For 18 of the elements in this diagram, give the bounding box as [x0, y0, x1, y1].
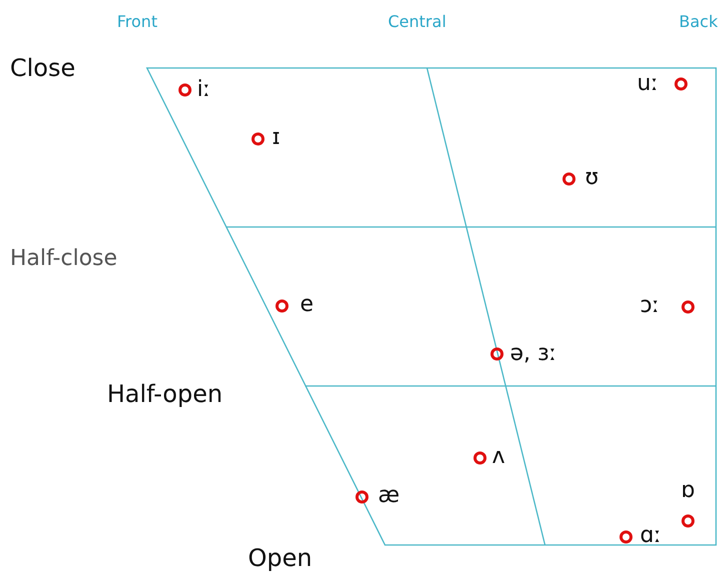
vowel-symbol: ɔː [640, 295, 660, 317]
column-heading: Back [679, 14, 718, 30]
vowel-symbol: ʊ [585, 167, 599, 189]
vowel-symbol: uː [637, 73, 658, 95]
vowel-symbol: ɑː [640, 525, 662, 547]
column-heading: Front [117, 14, 158, 30]
vowel-symbol: ə, ɜː [510, 343, 557, 365]
vowel-symbol: ɪ [272, 127, 280, 149]
row-label: Open [248, 546, 312, 570]
vowel-symbol: ɒ [681, 480, 695, 502]
vowel-symbol: ʌ [492, 446, 506, 468]
vowel-symbol: iː [197, 79, 211, 101]
column-heading: Central [388, 14, 446, 30]
vowel-symbol: æ [378, 485, 400, 507]
vowel-symbol: e [300, 294, 314, 316]
row-label: Half-close [10, 248, 118, 270]
row-label: Close [10, 56, 76, 80]
row-label: Half-open [107, 382, 223, 406]
